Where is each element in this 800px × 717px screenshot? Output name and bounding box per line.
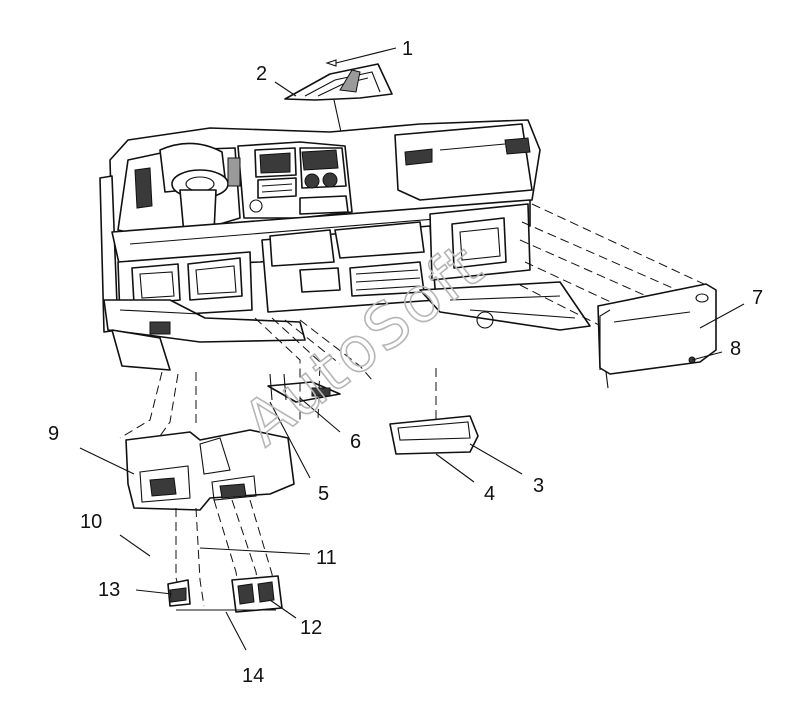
callout-10: 10 (80, 511, 102, 533)
part-9-knee-bolster (125, 429, 295, 511)
callout-numbers: 1 2 3 4 5 6 7 8 9 10 11 12 13 14 (48, 38, 763, 687)
callout-2: 2 (256, 63, 267, 85)
callout-12: 12 (300, 617, 322, 639)
part-2-defroster-trim (284, 63, 393, 101)
part-12-clips (231, 575, 283, 613)
part-3-storage-bin (389, 415, 479, 455)
callout-11: 11 (316, 547, 337, 569)
leader-7 (699, 303, 745, 329)
leader-9 (79, 447, 135, 475)
leader-5 (269, 401, 311, 479)
part-8-screw (688, 351, 723, 364)
dashed-air-ducts (119, 317, 373, 451)
leader-10 (119, 534, 151, 557)
part-6-bracket (267, 373, 341, 403)
callout-3: 3 (533, 475, 544, 497)
callout-6: 6 (350, 431, 361, 453)
leader-3 (469, 443, 523, 475)
leader-2 (274, 81, 297, 97)
callout-8: 8 (730, 338, 741, 360)
callout-14: 14 (242, 665, 264, 687)
leader-13 (135, 589, 173, 595)
leader-4 (435, 453, 475, 483)
instrument-panel-assembly (99, 119, 591, 371)
part-13-clip (167, 579, 191, 607)
callout-9: 9 (48, 423, 59, 445)
callout-13: 13 (98, 579, 120, 601)
callout-4: 4 (484, 483, 495, 505)
callout-7: 7 (752, 287, 763, 309)
leader-14 (225, 611, 247, 651)
leader-6 (299, 397, 341, 433)
callout-1: 1 (402, 38, 413, 60)
part-2-drop-line (333, 99, 342, 133)
callout-5: 5 (318, 483, 329, 505)
leader-11 (199, 547, 311, 555)
leader-12 (269, 599, 297, 619)
part-1-clip (325, 47, 397, 67)
part-7-side-cover (597, 283, 717, 389)
